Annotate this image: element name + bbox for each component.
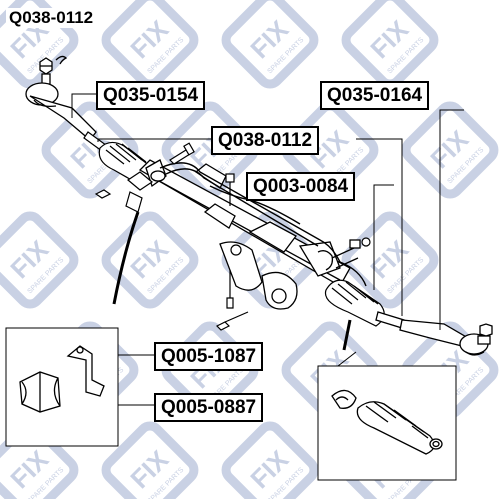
- watermark-brand: FIX: [4, 234, 54, 284]
- watermark-tagline: SPARE PARTS: [267, 36, 306, 75]
- right-tie-rod-end: [375, 311, 493, 356]
- watermark-tagline: SPARE PARTS: [387, 256, 426, 295]
- part-label-tie-rod[interactable]: Q003-0084: [246, 172, 356, 201]
- part-label-steering-rack[interactable]: Q038-0112: [211, 126, 320, 155]
- inset-bushing-box: [5, 327, 119, 447]
- watermark-brand: FIX: [364, 234, 414, 284]
- mounting-bolts: [94, 142, 371, 331]
- watermark-brand: FIX: [244, 14, 294, 64]
- watermark-brand: FIX: [4, 444, 54, 494]
- watermark-brand: FIX: [424, 124, 474, 174]
- watermark-brand: FIX: [124, 14, 174, 64]
- watermark-tagline: SPARE PARTS: [27, 256, 66, 295]
- watermark-brand: FIX: [124, 234, 174, 284]
- bold-lines: [112, 211, 352, 351]
- part-label-tie-rod-end-left[interactable]: Q035-0154: [96, 81, 206, 110]
- watermark-tagline: SPARE PARTS: [447, 146, 486, 185]
- part-label-bushing[interactable]: Q005-0887: [154, 393, 264, 422]
- watermark-tagline: SPARE PARTS: [147, 36, 186, 75]
- part-label-tie-rod-end-right[interactable]: Q035-0164: [320, 81, 430, 110]
- watermark-tagline: SPARE PARTS: [147, 256, 186, 295]
- part-label-bracket[interactable]: Q005-1087: [154, 342, 264, 371]
- watermark-tagline: SPARE PARTS: [147, 466, 186, 499]
- watermark-brand: FIX: [244, 444, 294, 494]
- inset-boot-kit-box: [317, 365, 457, 481]
- watermark-tagline: SPARE PARTS: [27, 466, 66, 499]
- right-rack-boot: [324, 279, 385, 327]
- watermark-tagline: SPARE PARTS: [387, 36, 426, 75]
- rack-housing: [138, 159, 361, 310]
- watermark-brand: FIX: [364, 14, 414, 64]
- watermark-brand: FIX: [124, 444, 174, 494]
- left-tie-rod-end: [25, 55, 97, 141]
- page-title: Q038-0112: [6, 8, 97, 28]
- watermark-tagline: SPARE PARTS: [267, 466, 306, 499]
